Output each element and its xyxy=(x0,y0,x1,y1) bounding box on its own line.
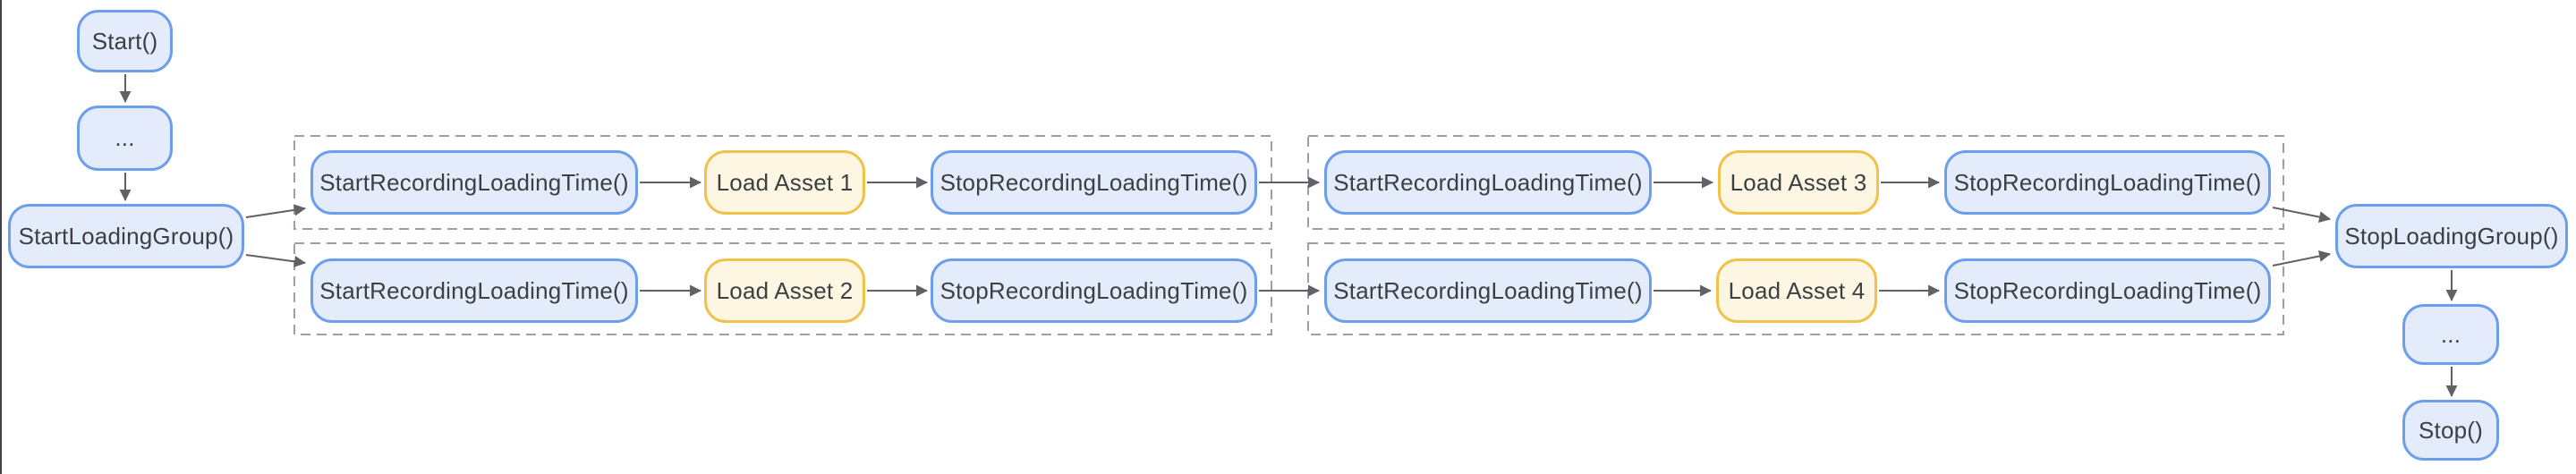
node-start-recording-3: StartRecordingLoadingTime() xyxy=(1324,150,1652,215)
node-start-label: Start() xyxy=(91,27,158,55)
node-load-asset-3: Load Asset 3 xyxy=(1718,150,1879,215)
node-stop-recording-3-label: StopRecordingLoadingTime() xyxy=(1953,168,2262,196)
node-start-loading-group-label: StartLoadingGroup() xyxy=(18,222,234,250)
node-load-asset-2: Load Asset 2 xyxy=(704,258,865,323)
node-load-asset-1: Load Asset 1 xyxy=(704,150,865,215)
node-load-asset-1-label: Load Asset 1 xyxy=(716,168,854,196)
node-start-recording-3-label: StartRecordingLoadingTime() xyxy=(1333,168,1643,196)
node-load-asset-3-label: Load Asset 3 xyxy=(1730,168,1867,196)
node-start-loading-group: StartLoadingGroup() xyxy=(8,204,244,268)
node-ellipsis-bottom-label: ... xyxy=(2440,320,2461,348)
node-ellipsis-bottom: ... xyxy=(2402,304,2499,365)
node-stop-label: Stop() xyxy=(2418,416,2483,444)
node-start-recording-4: StartRecordingLoadingTime() xyxy=(1324,258,1652,323)
node-start-recording-2: StartRecordingLoadingTime() xyxy=(310,258,638,323)
arrow-stoprec4-to-stoploadinggroup xyxy=(2272,250,2332,267)
node-start-recording-2-label: StartRecordingLoadingTime() xyxy=(319,276,629,304)
node-stop-recording-4: StopRecordingLoadingTime() xyxy=(1944,258,2271,323)
node-start-recording-1-label: StartRecordingLoadingTime() xyxy=(319,168,629,196)
page-left-edge-line xyxy=(0,0,2,474)
node-ellipsis-top-label: ... xyxy=(115,124,135,151)
node-start: Start() xyxy=(77,10,173,72)
node-stop-recording-4-label: StopRecordingLoadingTime() xyxy=(1953,276,2262,304)
arrow-startloadinggroup-to-row1 xyxy=(245,204,307,218)
node-stop: Stop() xyxy=(2402,400,2499,461)
node-ellipsis-top: ... xyxy=(77,106,173,171)
dashed-group-asset-3 xyxy=(1307,135,2284,230)
node-stop-loading-group-label: StopLoadingGroup() xyxy=(2344,222,2559,250)
node-load-asset-4-label: Load Asset 4 xyxy=(1728,276,1866,304)
dashed-group-asset-4 xyxy=(1307,242,2284,335)
node-load-asset-2-label: Load Asset 2 xyxy=(716,276,854,304)
arrow-startloadinggroup-to-row2 xyxy=(245,254,307,267)
node-stop-recording-1-label: StopRecordingLoadingTime() xyxy=(939,168,1248,196)
node-stop-loading-group: StopLoadingGroup() xyxy=(2335,204,2568,268)
dashed-group-asset-2 xyxy=(293,242,1272,335)
node-stop-recording-2-label: StopRecordingLoadingTime() xyxy=(939,276,1248,304)
arrow-stoprec3-to-stoploadinggroup xyxy=(2272,207,2332,223)
node-start-recording-4-label: StartRecordingLoadingTime() xyxy=(1333,276,1643,304)
node-stop-recording-2: StopRecordingLoadingTime() xyxy=(931,258,1257,323)
node-load-asset-4: Load Asset 4 xyxy=(1716,258,1877,323)
node-start-recording-1: StartRecordingLoadingTime() xyxy=(310,150,638,215)
node-stop-recording-3: StopRecordingLoadingTime() xyxy=(1944,150,2271,215)
node-stop-recording-1: StopRecordingLoadingTime() xyxy=(931,150,1257,215)
